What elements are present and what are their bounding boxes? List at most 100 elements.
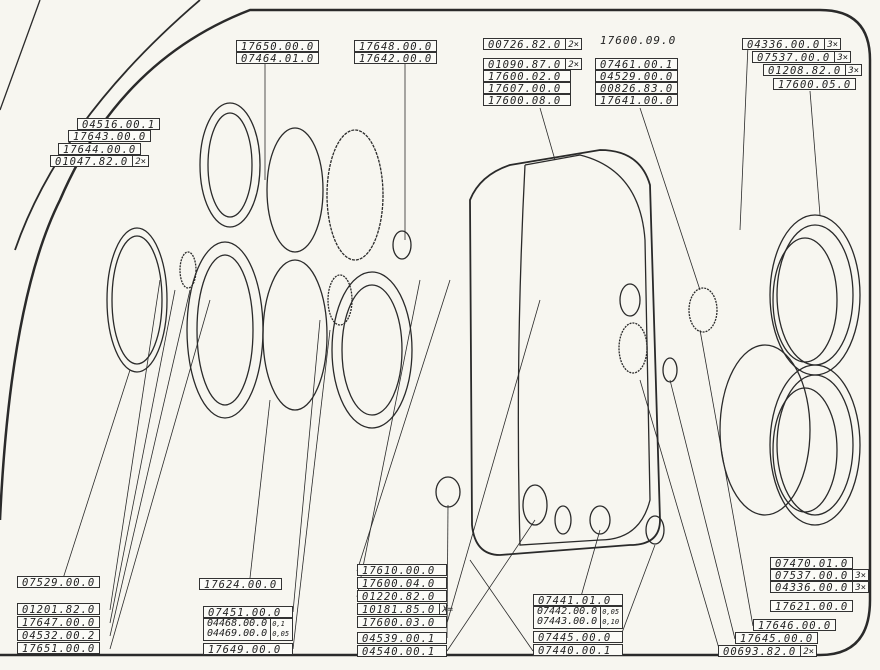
- quantity: 2×: [132, 156, 148, 167]
- part-label: 17648.00.0: [354, 40, 438, 53]
- part-number: 17649.00.0: [208, 644, 282, 656]
- part-number: 00693.82.0: [723, 646, 797, 658]
- part-label: 07451.00.0: [203, 606, 293, 619]
- part-label: 17600.02.0: [483, 70, 571, 83]
- part-label: 17600.04.0: [357, 577, 447, 590]
- part-number: 10181.85.0: [362, 604, 436, 616]
- part-number: 17646.00.0: [758, 620, 832, 632]
- part-label: 04516.00.1: [77, 118, 161, 131]
- part-number: 04468.00.0: [207, 618, 268, 629]
- part-label: 17641.00.0: [595, 94, 679, 107]
- shim-thickness: 0,10: [602, 618, 620, 626]
- part-number: 00726.82.0: [488, 39, 562, 51]
- ring-part: [186, 241, 264, 419]
- part-label: 17646.00.0: [753, 619, 837, 632]
- part-number: 17624.00.0: [204, 579, 278, 591]
- ring-part: [266, 127, 324, 253]
- part-label: 01220.82.0: [357, 590, 447, 603]
- part-label: 17610.00.0: [357, 564, 447, 577]
- part-number: 07537.00.0: [757, 52, 831, 64]
- main-housing: [469, 149, 661, 556]
- part-number: 17600.02.0: [488, 71, 562, 83]
- ring-part: [769, 214, 861, 376]
- part-number: 17600.03.0: [362, 617, 436, 629]
- part-label: 00826.83.0: [595, 82, 679, 95]
- part-number: 01201.82.0: [22, 604, 96, 616]
- ring-part: [331, 271, 413, 429]
- part-number: 04336.00.0: [747, 39, 821, 51]
- part-label: 17647.00.0: [17, 616, 101, 629]
- quantity: 3×: [845, 65, 861, 76]
- bearing: [435, 476, 461, 508]
- quantity: 2×: [565, 59, 581, 70]
- part-number: 04532.00.2: [22, 630, 96, 642]
- part-label: 07440.00.1: [533, 644, 623, 657]
- part-number: 07470.01.0: [775, 558, 849, 570]
- gear-part: [179, 251, 197, 289]
- part-label: 17607.00.0: [483, 82, 571, 95]
- quantity: 3×: [852, 582, 868, 593]
- part-label: 17600.03.0: [357, 616, 447, 629]
- ring-part: [262, 259, 328, 411]
- part-number: 17600.05.0: [778, 79, 852, 91]
- leader-lines: [59, 44, 821, 653]
- part-label: 07464.01.0: [236, 52, 320, 65]
- part-label: 17649.00.0: [203, 643, 293, 656]
- frame-border: [0, 8, 872, 657]
- part-number: 07537.00.0: [775, 570, 849, 582]
- part-label: 04539.00.1: [357, 632, 447, 645]
- part-label: 17621.00.0: [770, 600, 854, 613]
- part-number: 04469.00.0: [207, 628, 268, 639]
- part-label: 04529.00.0: [595, 70, 679, 83]
- ring-part: [719, 344, 811, 516]
- part-label: 17644.00.0: [58, 143, 142, 156]
- ring-part: [199, 102, 261, 228]
- ring-part: [769, 364, 861, 526]
- quantity: 2×: [565, 39, 581, 50]
- part-label: 07445.00.0: [533, 631, 623, 644]
- gear-part: [327, 274, 353, 326]
- part-number: 17645.00.0: [740, 633, 814, 645]
- part-number: 07451.00.0: [208, 607, 282, 619]
- part-number: 17642.00.0: [359, 53, 433, 65]
- part-number: 07529.00.0: [22, 577, 96, 589]
- part-label: 07461.00.1: [595, 58, 679, 71]
- bearing: [645, 515, 665, 545]
- part-number: 17600.08.0: [488, 95, 562, 107]
- gear-part: [618, 322, 648, 374]
- part-number: 07441.01.0: [538, 595, 612, 607]
- part-number: 00826.83.0: [600, 83, 674, 95]
- part-number: 17641.00.0: [600, 95, 674, 107]
- part-number: 17647.00.0: [22, 617, 96, 629]
- part-label: 17651.00.0: [17, 642, 101, 655]
- part-number: 04336.00.0: [775, 582, 849, 594]
- part-label: 17650.00.0: [236, 40, 320, 53]
- part-number: 17644.00.0: [63, 144, 137, 156]
- part-number: 17650.00.0: [241, 41, 315, 53]
- part-label: 17642.00.0: [354, 52, 438, 65]
- part-number: 07443.00.0: [537, 616, 598, 627]
- shim-thickness: 0,05: [602, 608, 620, 616]
- part-number: 17610.00.0: [362, 565, 436, 577]
- part-number: 04529.00.0: [600, 71, 674, 83]
- part-number: 17607.00.0: [488, 83, 562, 95]
- part-number: 01208.82.0: [768, 65, 842, 77]
- part-number: 17621.00.0: [775, 601, 849, 613]
- bearing: [589, 505, 611, 535]
- ring-part: [106, 227, 168, 373]
- part-label: 04540.00.1: [357, 645, 447, 658]
- part-label: 17645.00.0: [735, 632, 819, 645]
- part-number: 04516.00.1: [82, 119, 156, 131]
- part-label: 01201.82.0: [17, 603, 101, 616]
